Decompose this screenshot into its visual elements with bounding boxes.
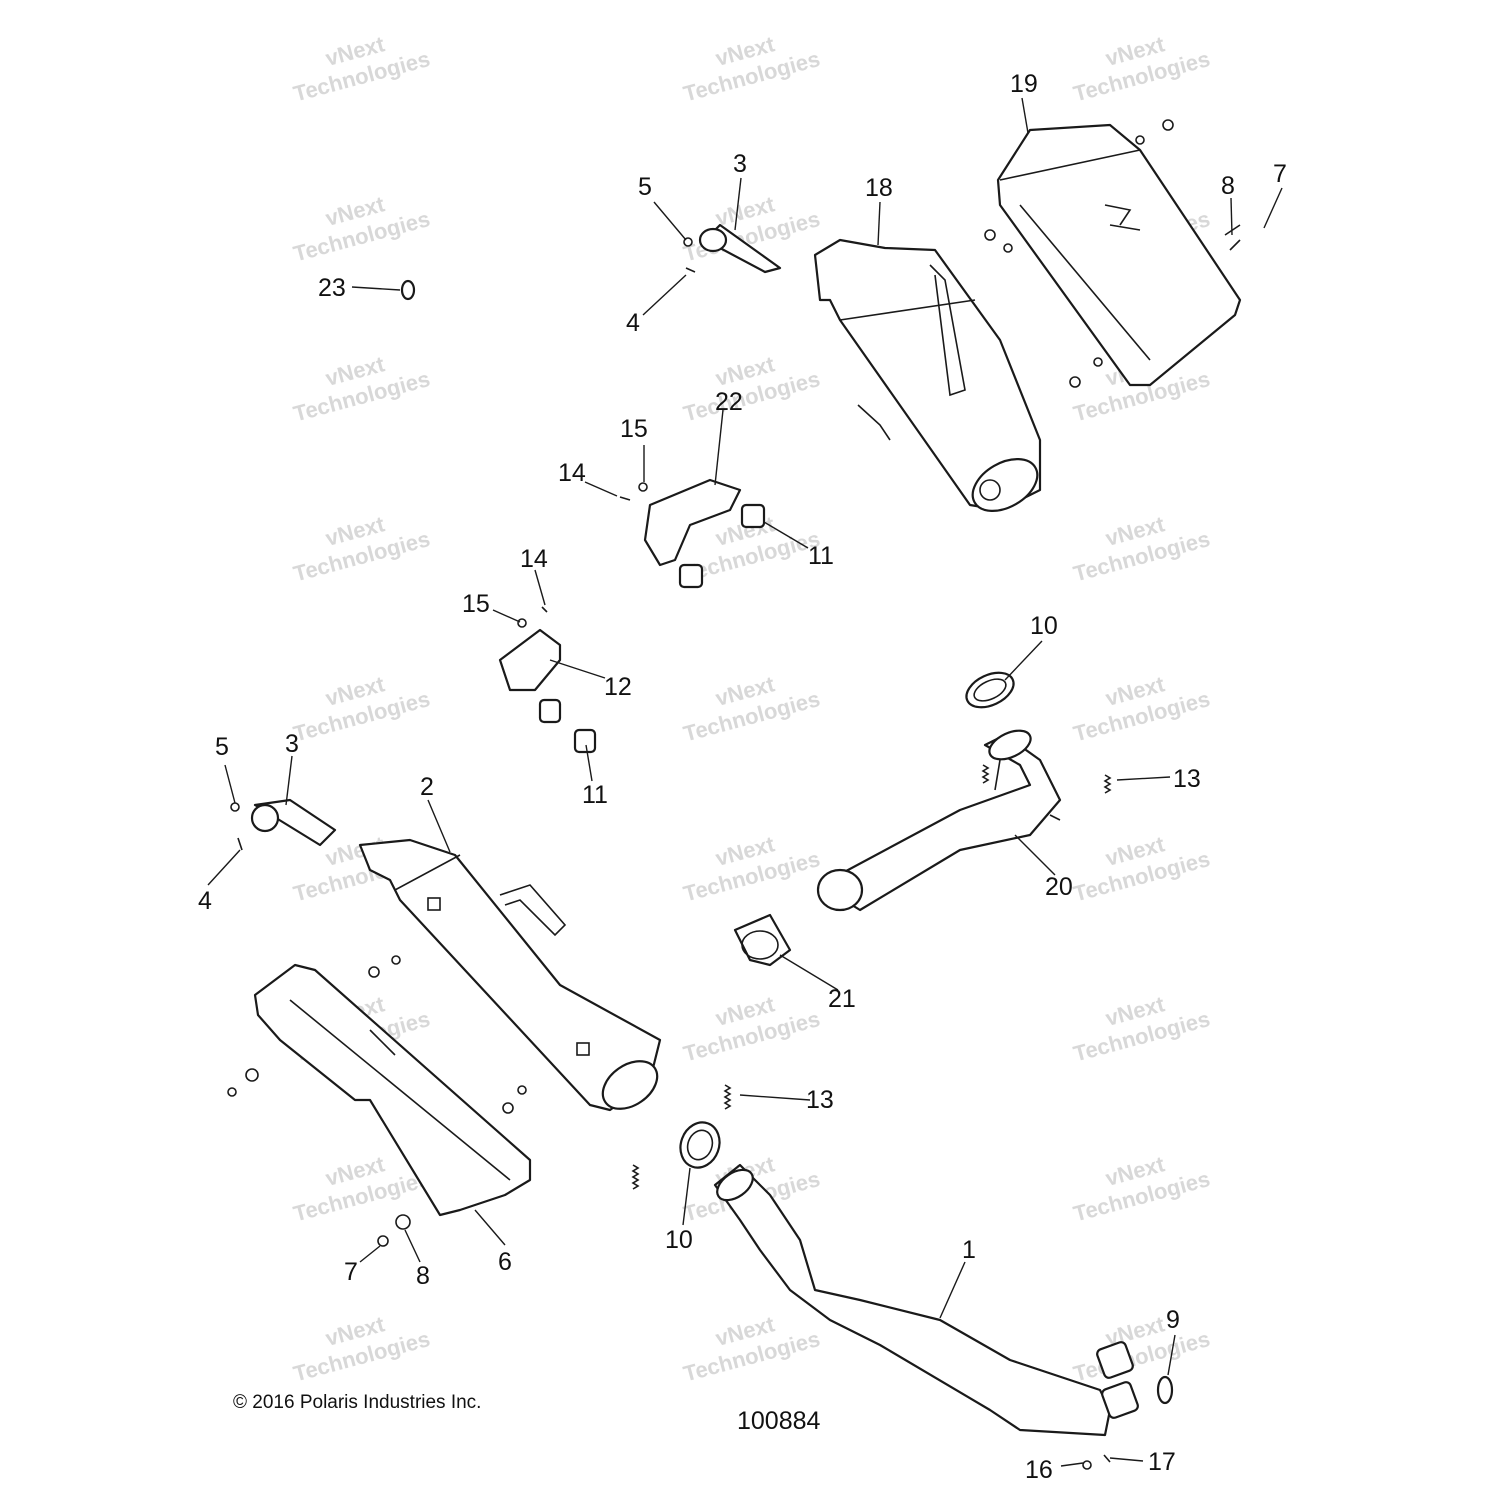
callout-1: 1 <box>962 1236 976 1264</box>
gasket-lower <box>679 1121 721 1169</box>
callout-15-upper: 15 <box>620 415 648 443</box>
spark-arrestor-upper <box>683 223 782 274</box>
callout-21: 21 <box>828 985 856 1013</box>
callout-16: 16 <box>1025 1456 1053 1484</box>
callout-10-lower: 10 <box>665 1226 693 1254</box>
leader-lines <box>207 97 1283 1467</box>
callout-13-upper: 13 <box>1173 765 1201 793</box>
callout-5-lower: 5 <box>215 733 229 761</box>
heat-shield-lower <box>227 955 532 1217</box>
callout-9: 9 <box>1166 1306 1180 1334</box>
callout-7-upper: 7 <box>1273 160 1287 188</box>
callout-12: 12 <box>604 673 632 701</box>
fastener-7-lower <box>377 1235 389 1247</box>
callout-13-lower: 13 <box>806 1086 834 1114</box>
callout-8-upper: 8 <box>1221 172 1235 200</box>
callout-8-lower: 8 <box>416 1262 430 1290</box>
mid-pipe <box>816 729 1062 912</box>
head-pipe <box>713 1163 1174 1470</box>
spring-upper-left <box>981 764 990 784</box>
callout-10-upper: 10 <box>1030 612 1058 640</box>
callout-17: 17 <box>1148 1448 1176 1476</box>
callout-6: 6 <box>498 1248 512 1276</box>
muffler-lower <box>358 838 662 1112</box>
callout-3-lower: 3 <box>285 730 299 758</box>
callout-19: 19 <box>1010 70 1038 98</box>
copyright-notice: © 2016 Polaris Industries Inc. <box>233 1392 481 1413</box>
muffler-upper <box>813 238 1042 512</box>
callout-15-lower: 15 <box>462 590 490 618</box>
spring-lower-right <box>723 1084 732 1110</box>
callout-4-upper: 4 <box>626 309 640 337</box>
callout-11-lower: 11 <box>582 781 608 809</box>
callout-7-lower: 7 <box>344 1258 358 1286</box>
callout-22: 22 <box>715 388 743 416</box>
bracket-22 <box>619 478 766 589</box>
clamp-21 <box>733 913 792 967</box>
callout-5-upper: 5 <box>638 173 652 201</box>
callout-2: 2 <box>420 773 434 801</box>
bracket-12 <box>498 606 597 754</box>
spark-arrestor-lower <box>230 798 337 851</box>
callout-4-lower: 4 <box>198 887 212 915</box>
callout-18: 18 <box>865 174 893 202</box>
heat-shield-upper <box>984 119 1242 388</box>
diagram-number: 100884 <box>737 1407 821 1435</box>
callouts: 19 18 3 5 4 8 7 23 22 15 14 11 14 15 12 … <box>198 70 1287 1484</box>
fastener-8-upper <box>1229 239 1241 251</box>
spring-upper-right <box>1103 774 1112 794</box>
spring-lower-left <box>631 1164 640 1190</box>
fastener-8-lower <box>395 1214 411 1230</box>
callout-20: 20 <box>1045 873 1073 901</box>
callout-11-upper: 11 <box>808 542 834 570</box>
callout-14-upper: 14 <box>558 459 586 487</box>
callout-3-upper: 3 <box>733 150 747 178</box>
callout-14-lower: 14 <box>520 545 548 573</box>
gasket-upper <box>965 671 1015 709</box>
callout-23: 23 <box>318 274 346 302</box>
washer-23 <box>400 279 416 301</box>
